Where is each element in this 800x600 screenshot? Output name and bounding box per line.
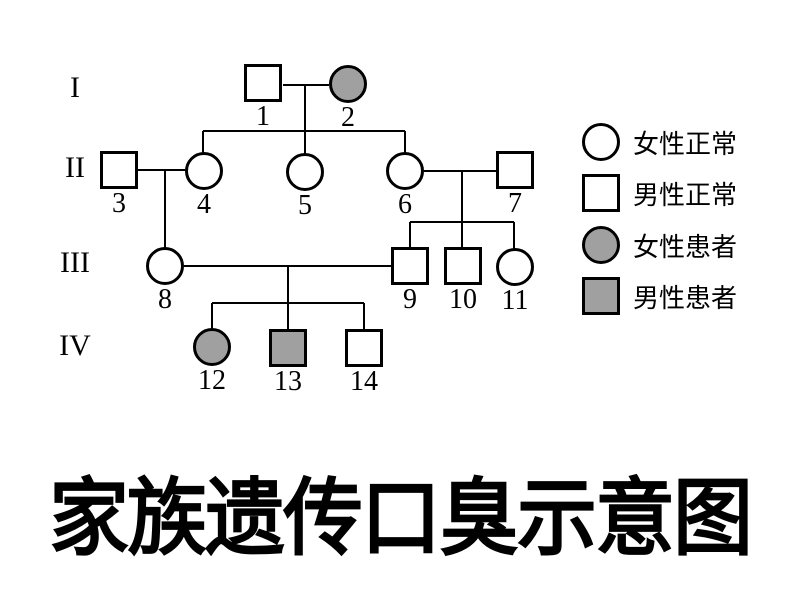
female-affected-icon — [582, 226, 620, 264]
generation-label-3: III — [60, 246, 90, 279]
individual-10-number: 10 — [449, 284, 477, 315]
individual-5: 5 — [286, 153, 324, 221]
individual-13-shape — [269, 329, 307, 367]
individual-5-shape — [286, 153, 324, 191]
individual-2: 2 — [329, 65, 367, 133]
individual-11: 11 — [496, 248, 534, 316]
individual-14-shape — [345, 329, 383, 367]
individual-1-shape — [244, 64, 282, 102]
generation-label-4: IV — [59, 329, 91, 362]
individual-14-number: 14 — [350, 366, 378, 397]
generation-label-1: I — [70, 71, 80, 104]
individual-12-shape — [193, 328, 231, 366]
individual-7: 7 — [496, 151, 534, 219]
female-normal-icon — [582, 123, 620, 161]
male-normal-icon — [582, 174, 620, 212]
individual-12: 12 — [193, 328, 231, 396]
individual-2-shape — [329, 65, 367, 103]
individual-8: 8 — [146, 247, 184, 315]
individual-7-shape — [496, 151, 534, 189]
legend-item-male-normal: 男性正常 — [582, 174, 737, 212]
individual-10: 10 — [444, 247, 482, 315]
individual-13: 13 — [269, 329, 307, 397]
legend-label-male-normal: 男性正常 — [633, 180, 738, 210]
individual-14: 14 — [345, 329, 383, 397]
individual-6: 6 — [386, 152, 424, 220]
individual-3: 3 — [100, 151, 138, 219]
individual-5-number: 5 — [298, 190, 312, 221]
individual-4-number: 4 — [197, 189, 211, 220]
legend-item-female-affected: 女性患者 — [582, 226, 737, 264]
individual-1: 1 — [244, 64, 282, 132]
individual-4-shape — [185, 152, 223, 190]
individual-9-number: 9 — [403, 284, 417, 315]
individual-6-shape — [386, 152, 424, 190]
individual-8-shape — [146, 247, 184, 285]
individual-6-number: 6 — [398, 189, 412, 220]
individual-12-number: 12 — [198, 365, 226, 396]
individual-1-number: 1 — [256, 101, 270, 132]
individual-9: 9 — [391, 247, 429, 315]
legend-item-male-affected: 男性患者 — [582, 277, 737, 315]
individual-8-number: 8 — [158, 284, 172, 315]
generation-label-2: II — [65, 151, 85, 184]
individual-4: 4 — [185, 152, 223, 220]
diagram-title: 家族遗传口臭示意图 — [49, 471, 753, 566]
individual-10-shape — [444, 247, 482, 285]
individual-7-number: 7 — [508, 188, 522, 219]
legend-label-female-affected: 女性患者 — [633, 232, 738, 262]
male-affected-icon — [582, 277, 620, 315]
individual-3-number: 3 — [112, 188, 126, 219]
legend-label-female-normal: 女性正常 — [633, 129, 738, 159]
individual-9-shape — [391, 247, 429, 285]
individual-3-shape — [100, 151, 138, 189]
legend-label-male-affected: 男性患者 — [633, 283, 738, 313]
legend-item-female-normal: 女性正常 — [582, 123, 737, 161]
individual-2-number: 2 — [341, 102, 355, 133]
individual-13-number: 13 — [274, 366, 302, 397]
individual-11-shape — [496, 248, 534, 286]
individual-11-number: 11 — [501, 285, 529, 316]
